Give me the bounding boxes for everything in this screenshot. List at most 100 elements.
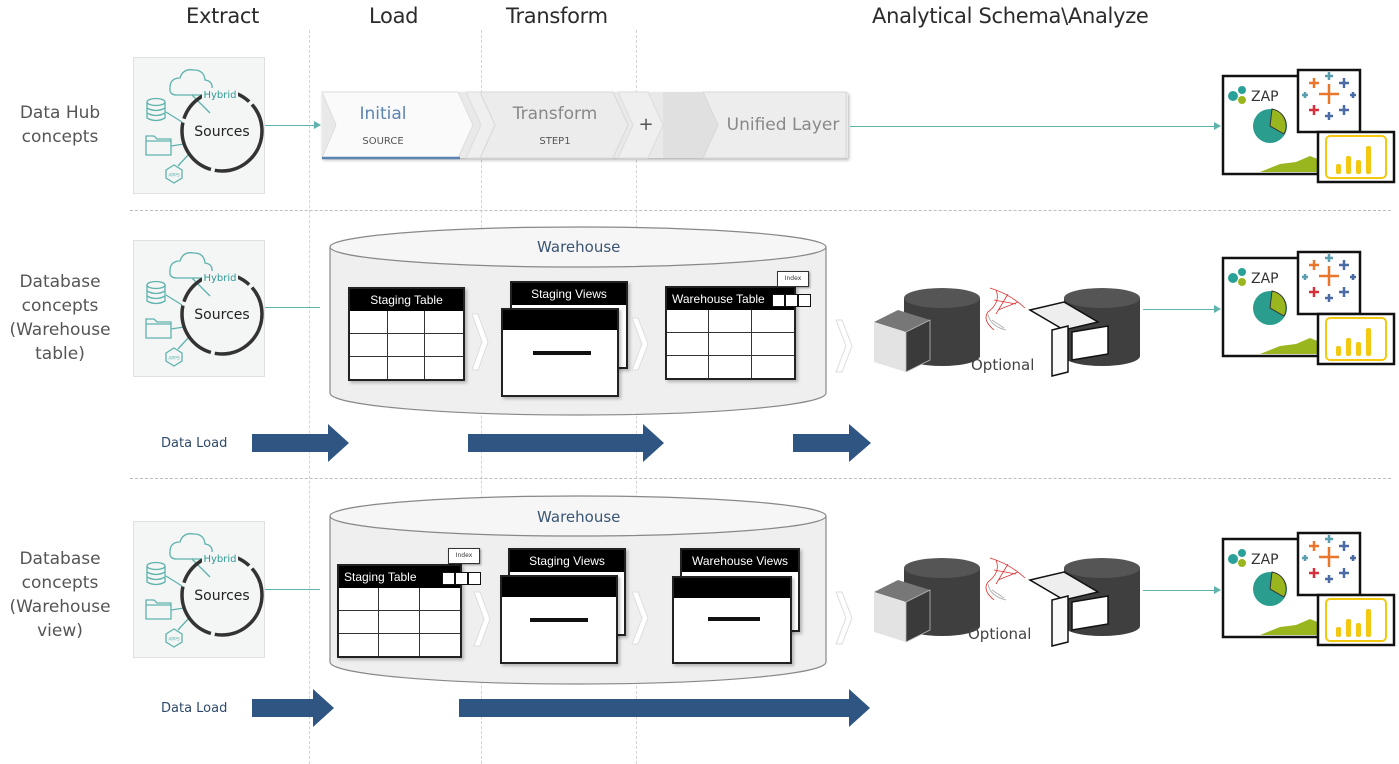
index-square [455, 572, 468, 585]
zap-label: ZAP [1251, 89, 1279, 105]
table-grid [667, 310, 794, 378]
sources-panel: APPS Sources Hybrid [133, 240, 265, 377]
warehouse-view-front [672, 576, 792, 664]
row-label-warehouse-table: Database concepts (Warehouse table) [0, 270, 120, 366]
data-load-arrow [252, 424, 349, 462]
apps-icon [165, 347, 183, 367]
step-transform-title: Transform [512, 104, 598, 124]
chevron-unified [702, 91, 847, 159]
hybrid-label: Hybrid [203, 273, 236, 284]
analyze-arrow [793, 424, 871, 462]
olap-cube-database-icon [874, 288, 980, 373]
row-label-line: Database [19, 272, 101, 292]
flow-chevron [631, 591, 649, 645]
pie-chart-icon [1253, 290, 1287, 325]
connector-line [265, 589, 320, 590]
power-bi-logo-icon [1325, 135, 1387, 179]
row-label-line: view) [37, 621, 83, 641]
connector-line [265, 125, 315, 126]
staging-views-header: Staging Views [510, 550, 624, 572]
staging-table: Staging Table [348, 287, 465, 381]
phase-analyze: Analytical Schema\Analyze [872, 4, 1149, 28]
index-square [772, 294, 785, 307]
bi-tools-panel: ZAP [1221, 68, 1396, 184]
zap-label: ZAP [1251, 271, 1279, 287]
connector-line [850, 126, 1216, 127]
index-square [468, 572, 481, 585]
data-load-label: Data Load [161, 701, 228, 716]
connector-arrowhead [1214, 305, 1221, 313]
tabular-model-database-icon [1028, 558, 1140, 647]
staging-table: Staging Table [337, 564, 462, 658]
index-badge: Index [448, 548, 480, 564]
cloud-icon [169, 533, 213, 560]
row-label-warehouse-view: Database concepts (Warehouse view) [0, 547, 120, 643]
sources-label: Sources [194, 588, 249, 604]
step-plus: + [638, 114, 654, 135]
transform-arrow [468, 424, 664, 462]
apps-icon [165, 164, 183, 184]
index-badge: Index [777, 271, 809, 287]
row-label-line: (Warehouse [9, 320, 111, 340]
staging-table-header: Staging Table [339, 566, 460, 588]
optional-label: Optional [968, 625, 1032, 643]
row-label-line: table) [35, 344, 85, 364]
flow-chevron [631, 317, 649, 371]
warehouse-label: Warehouse [537, 238, 621, 256]
data-load-arrow [252, 689, 334, 727]
sources-label: Sources [194, 124, 249, 140]
folder-icon [145, 599, 172, 620]
flow-chevron [473, 591, 491, 647]
connector-line [1143, 590, 1216, 591]
staging-views-header: Staging Views [512, 283, 626, 305]
pie-chart-icon [1253, 571, 1287, 606]
sources-panel: APPS Sources Hybrid [133, 521, 265, 658]
optional-label: Optional [971, 356, 1035, 374]
flow-chevron [471, 313, 489, 371]
chevron-gap [663, 92, 718, 158]
row-label-line: (Warehouse [9, 597, 111, 617]
index-square [798, 294, 811, 307]
zap-logo-icon [1228, 549, 1246, 567]
warehouse-table-header: Warehouse Table [667, 288, 794, 310]
step-transform-subtitle: STEP1 [539, 136, 571, 147]
zap-logo-icon [1228, 86, 1246, 104]
tabular-model-database-icon [1028, 288, 1140, 377]
tableau-logo-icon [1302, 254, 1356, 302]
step-unified-title: Unified Layer [726, 115, 840, 135]
staging-table-header: Staging Table [350, 289, 463, 311]
chevron-transform [479, 91, 629, 159]
step-initial-subtitle: SOURCE [362, 136, 404, 147]
data-load-label: Data Load [161, 436, 228, 451]
optional-analytics-icons [874, 287, 1140, 377]
folder-icon [145, 318, 172, 339]
row-divider [130, 478, 1391, 479]
sources-diagram: APPS Sources Hybrid [145, 533, 264, 648]
apps-label: APPS [168, 356, 180, 362]
connector-arrowhead [1214, 122, 1221, 130]
olap-cube-database-icon [874, 558, 980, 643]
optional-analytics-icons [874, 557, 1140, 647]
staging-view-front [500, 575, 618, 664]
sources-diagram: APPS Sources Hybrid [145, 69, 264, 184]
zap-logo-icon [1228, 268, 1246, 286]
connector-arrowhead [1214, 586, 1221, 594]
tableau-logo-icon [1302, 72, 1356, 120]
database-icon [146, 280, 166, 305]
staging-view-front [501, 308, 619, 397]
sources-diagram: APPS Sources Hybrid [145, 252, 264, 367]
connector-arrowhead [314, 121, 321, 129]
tableau-logo-icon [1302, 535, 1356, 583]
warehouse-views-header: Warehouse Views [682, 550, 798, 572]
chevron-initial [321, 91, 474, 159]
row-label-line: concepts [21, 573, 99, 593]
row-label-line: Database [19, 549, 101, 569]
ssas-icon [985, 287, 1026, 331]
hybrid-label: Hybrid [203, 90, 236, 101]
transform-analyze-arrow [459, 689, 870, 727]
sources-label: Sources [194, 307, 249, 323]
warehouse-label: Warehouse [537, 508, 621, 526]
flow-chevron [835, 319, 853, 373]
sources-panel: APPS Sources Hybrid [133, 57, 265, 194]
power-bi-logo-icon [1325, 598, 1387, 642]
